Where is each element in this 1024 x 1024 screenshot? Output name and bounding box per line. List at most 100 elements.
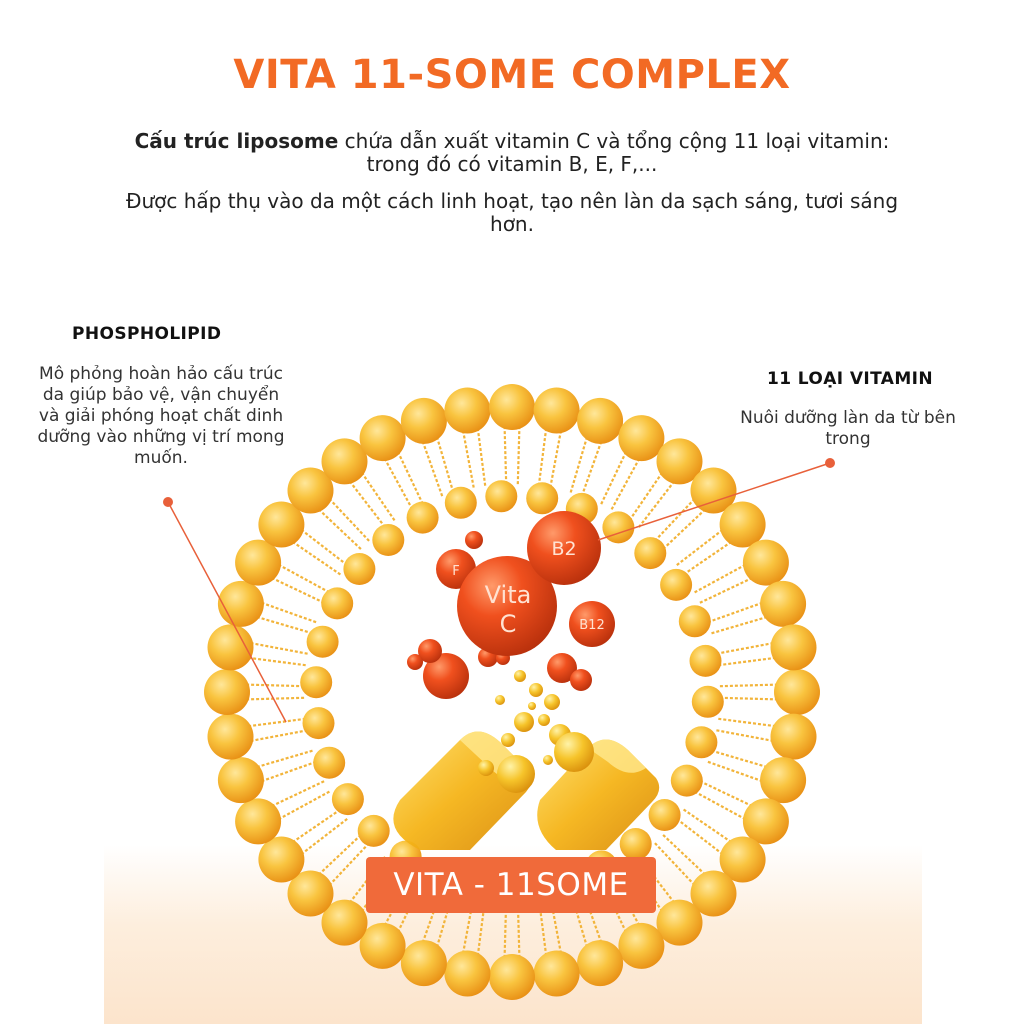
gold-bubble: [514, 712, 534, 732]
phospholipid-head: [444, 950, 491, 997]
phospholipid-head: [618, 415, 665, 462]
phospholipid-title: PHOSPHOLIPID: [72, 324, 222, 344]
phospholipid-head: [406, 501, 439, 534]
gold-bubble: [497, 755, 535, 793]
lipid-tail: [662, 834, 709, 878]
phospholipid-head: [619, 828, 652, 860]
vitamin-bubbles: F Vita C B2 B12: [407, 511, 615, 699]
phospholipid-head: [372, 524, 405, 556]
product-badge: VITA - 11SOME: [366, 857, 656, 913]
lipid-tail: [537, 425, 548, 486]
lipid-tail: [326, 495, 370, 542]
lipid-tail: [476, 425, 487, 486]
lipid-tail: [711, 615, 771, 635]
lipid-tail: [716, 729, 777, 743]
gold-bubble: [501, 733, 515, 747]
intro-bold-term: Cấu trúc liposome: [134, 129, 339, 153]
lipid-tail: [654, 842, 698, 889]
lipid-tail: [610, 455, 642, 510]
lipid-tail: [707, 600, 766, 624]
lipid-tail: [243, 683, 305, 688]
lipid-tail: [503, 423, 508, 485]
phospholipid-head: [287, 467, 334, 514]
vitamin-b2-label: B2: [551, 538, 576, 560]
vitamin-c-bubble: [457, 556, 557, 656]
lipid-tail: [516, 423, 521, 485]
lipid-tail: [245, 717, 306, 728]
phospholipid-head: [577, 940, 624, 987]
phospholipid-head: [602, 511, 635, 544]
lipid-tail: [682, 539, 735, 576]
lipid-tail: [638, 478, 677, 528]
phospholipid-head: [719, 836, 766, 883]
phospholipid-head: [359, 415, 406, 462]
inner-phospholipid-heads: [300, 480, 724, 904]
phospholipid-head: [691, 685, 724, 718]
lipid-tail: [719, 696, 781, 701]
gold-bubble: [529, 683, 543, 697]
phospholipid-head: [400, 940, 447, 987]
phospholipid-head: [719, 501, 766, 548]
capsule-icon: [393, 731, 660, 850]
outer-phospholipid-heads: [204, 384, 820, 1000]
lipid-tail: [258, 760, 317, 784]
phospholipid-description: Mô phỏng hoàn hảo cấu trúc da giúp bảo v…: [37, 364, 285, 468]
phospholipid-head: [742, 539, 789, 586]
lipid-tail: [275, 562, 330, 594]
phospholipid-head: [489, 954, 535, 1000]
lipid-tail: [268, 780, 325, 809]
phospholipid-head: [321, 587, 354, 620]
phospholipid-head: [656, 899, 703, 946]
intro-text: chứa dẫn xuất vitamin C và tổng cộng 11 …: [338, 129, 890, 176]
phospholipid-head: [258, 501, 305, 548]
gold-bubble: [543, 755, 553, 765]
callout-phospholipid: [163, 497, 287, 723]
lipid-tail: [628, 469, 665, 522]
lipid-tail: [315, 506, 362, 550]
gold-bubble: [528, 702, 536, 710]
lipid-tail: [268, 575, 325, 604]
phospholipid-head: [678, 605, 711, 638]
lipid-tail: [258, 600, 317, 624]
phospholipid-head: [207, 713, 254, 760]
phospholipid-head: [526, 482, 559, 515]
lipid-tail: [289, 808, 342, 845]
lipid-tail: [707, 760, 766, 784]
lipid-tail: [395, 448, 424, 505]
phospholipid-tails: [243, 423, 781, 961]
phospholipid-head: [648, 799, 681, 831]
phospholipid-head: [660, 568, 693, 601]
phospholipid-head: [235, 539, 282, 586]
vitamin-c-label-2: C: [500, 610, 517, 638]
phospholipid-head: [485, 480, 518, 513]
lipid-tail: [682, 808, 735, 845]
lipid-tail: [247, 729, 308, 743]
lipid-tail: [662, 506, 709, 550]
phospholipid-head: [300, 666, 333, 699]
lipid-tail: [253, 615, 313, 635]
lipid-tail: [435, 433, 455, 493]
phospholipid-head: [313, 746, 346, 779]
phospholipid-head: [760, 580, 807, 627]
phospholipid-head: [357, 814, 390, 847]
lipid-tail: [298, 818, 348, 857]
lipid-tail: [347, 478, 386, 528]
lipid-tail: [718, 656, 779, 667]
lipid-tail: [718, 717, 779, 728]
phospholipid-head: [321, 438, 368, 485]
gold-bubble: [495, 695, 505, 705]
vitamin-f-label: F: [452, 564, 459, 579]
phospholipid-head: [287, 870, 334, 917]
phospholipid-head: [258, 836, 305, 883]
lipid-tail: [654, 495, 698, 542]
lipid-tail: [569, 433, 589, 493]
lipid-tail: [359, 469, 396, 522]
phospholipid-head: [489, 384, 535, 430]
phospholipid-head: [306, 625, 339, 658]
page-title: VITA 11-SOME COMPLEX: [233, 52, 791, 98]
intro-paragraph-1: Cấu trúc liposome chứa dẫn xuất vitamin …: [112, 130, 912, 176]
lipid-tail: [716, 641, 777, 655]
lipid-tail: [699, 575, 756, 604]
lipid-tail: [420, 438, 444, 497]
